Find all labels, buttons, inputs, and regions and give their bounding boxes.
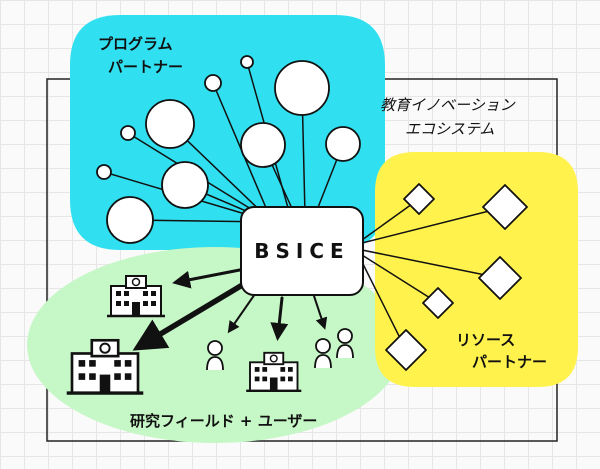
program-partner-nodes xyxy=(96,55,361,244)
ecosystem-label-line1: 教育イノベーション xyxy=(380,96,515,114)
bsice-hub: BSICE xyxy=(240,206,364,296)
program-partner-label-line1: プログラム xyxy=(98,35,173,53)
resource-partner-label-line1: リソース xyxy=(456,331,516,349)
resource-partner-region xyxy=(375,152,578,387)
field-arrows xyxy=(132,266,328,351)
resource-partner-spokes xyxy=(361,198,506,351)
resource-partner-label-line2: パートナー xyxy=(472,353,548,371)
research-field-label: 研究フィールド + ユーザー xyxy=(130,412,318,430)
program-partner-label-line2: パートナー xyxy=(108,58,184,76)
resource-partner-nodes xyxy=(385,183,528,371)
ecosystem-label-line2: エコシステム xyxy=(405,120,495,138)
